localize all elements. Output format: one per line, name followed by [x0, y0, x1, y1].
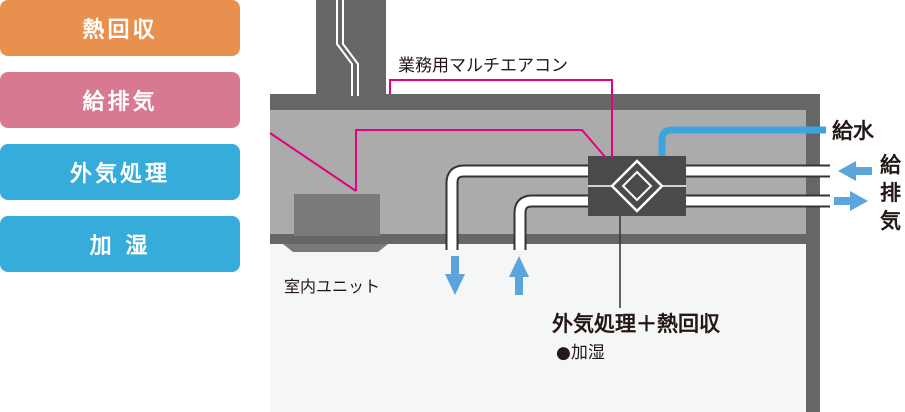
legend-heat-recovery: 熱回収 — [0, 0, 240, 56]
unit-sub-label: ●加湿 — [556, 343, 605, 363]
room-space — [270, 244, 806, 412]
supply-exhaust-char: 給 — [880, 153, 902, 177]
exhaust-duct-fill — [447, 166, 830, 250]
roof-duct-line — [342, 0, 359, 96]
water-supply-label: 給水 — [832, 119, 875, 143]
up-arrow-icon — [509, 256, 529, 295]
multi-aircon-label: 業務用マルチエアコン — [398, 56, 568, 76]
indoor-unit-label: 室内ユニット — [284, 277, 380, 296]
legend-humidification: 加 湿 — [0, 216, 240, 272]
down-arrow-icon — [445, 256, 465, 295]
legend-outdoor-air-processing: 外気処理 — [0, 144, 240, 200]
heat-exchanger-element — [621, 170, 653, 202]
indoor-unit — [294, 194, 380, 236]
aircon-leader-line — [355, 129, 607, 191]
aircon-leader-line — [389, 79, 613, 158]
left-arrow-icon — [838, 161, 872, 181]
supply-exhaust-char: 排 — [880, 181, 901, 205]
legend-supply-exhaust: 給排気 — [0, 72, 240, 128]
water-supply-pipe — [658, 126, 826, 158]
aircon-leader-line — [269, 132, 357, 192]
supply-duct-fill — [515, 196, 830, 250]
indoor-unit-panel — [283, 244, 388, 252]
right-arrow-icon — [834, 191, 868, 211]
roof-duct-line — [336, 0, 353, 96]
unit-title-label: 外気処理＋熱回収 — [552, 312, 721, 336]
supply-exhaust-char: 気 — [880, 209, 901, 233]
heat-exchanger-element — [610, 159, 664, 213]
